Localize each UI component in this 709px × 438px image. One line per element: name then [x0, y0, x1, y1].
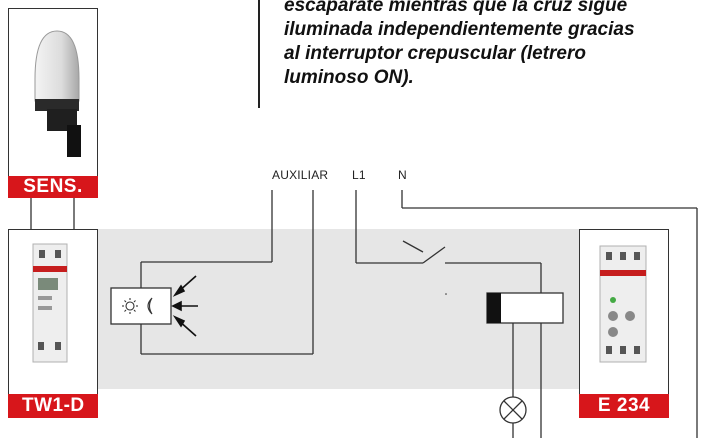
terminal-n: N — [398, 168, 407, 182]
din-timer-icon — [32, 243, 68, 363]
relay-device-box — [579, 229, 669, 399]
timer-label: TW1-D — [8, 394, 98, 418]
light-sensor-icon — [34, 30, 81, 157]
moon-icon — [147, 297, 153, 315]
terminal-l1: L1 — [352, 168, 366, 182]
sensor-label: SENS. — [8, 176, 98, 198]
din-relay-icon — [599, 245, 647, 363]
note-line-1: escaparate mientras que la cruz sigue — [284, 0, 628, 16]
light-arrows — [171, 275, 198, 337]
light-sensor-module — [110, 287, 172, 325]
timer-device-box — [8, 229, 98, 399]
note-line-3: al interruptor crepuscular (letrero — [284, 43, 586, 64]
relay-label: E 234 — [579, 394, 669, 418]
note-line-4: luminoso ON). — [284, 67, 414, 88]
description-note: escaparate mientras que la cruz sigue il… — [258, 0, 709, 108]
lamp-icon — [499, 396, 527, 424]
relay-coil-icon — [487, 293, 501, 323]
note-line-2: iluminada independientemente gracias — [284, 19, 635, 40]
sun-icon — [122, 298, 138, 314]
terminal-auxiliar: AUXILIAR — [272, 168, 329, 182]
